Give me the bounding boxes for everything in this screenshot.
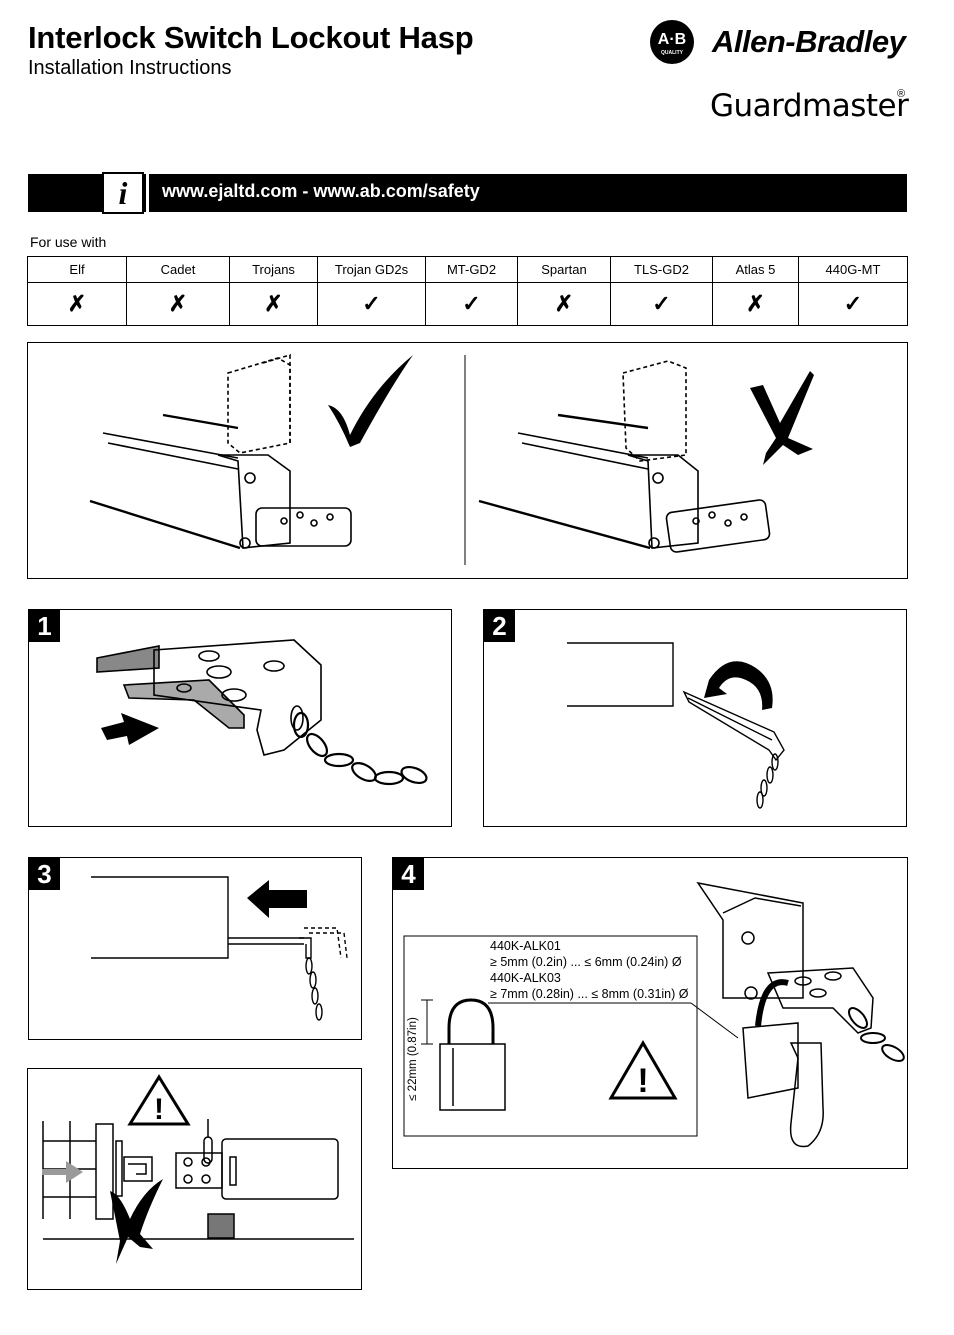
product-line-logo: Guardmaster <box>710 88 909 124</box>
page-subtitle: Installation Instructions <box>28 57 232 79</box>
badge-subtext: QUALITY <box>661 50 683 56</box>
mark-mt-gd2-check-icon: ✓ <box>425 282 518 326</box>
step-1-illustration <box>96 639 428 786</box>
cross-icon <box>110 1179 163 1264</box>
shackle-height-dimension: ≤ 22mm (0.87in) <box>406 1017 419 1101</box>
svg-text:!: ! <box>154 1093 164 1126</box>
website-links: www.ejaltd.com - www.ab.com/safety <box>162 181 480 201</box>
brand-name: Allen-Bradley <box>712 24 906 59</box>
step-4-panel: 4 ! 440K-ALK01 ≥ 5mm (0.2in) ... ≤ 6mm (… <box>392 857 908 1169</box>
push-arrow-icon <box>247 880 307 918</box>
mark-440g-mt-check-icon: ✓ <box>798 282 908 326</box>
padlock-model-1: 440K-ALK01 <box>490 939 561 953</box>
padlock-spec-2: ≥ 7mm (0.28in) ... ≤ 8mm (0.31in) Ø <box>490 987 689 1001</box>
col-tls-gd2: TLS-GD2 <box>610 256 713 283</box>
info-icon <box>102 172 144 214</box>
step-2-number: 2 <box>484 610 515 642</box>
col-440g-mt: 440G-MT <box>798 256 908 283</box>
allen-bradley-badge-logo: A·B QUALITY <box>650 20 694 64</box>
warning-illustration: ! <box>42 1074 354 1264</box>
mark-elf-cross-icon: ✗ <box>27 282 127 326</box>
step-2-panel: 2 <box>483 609 907 827</box>
incorrect-mount-drawing <box>478 360 771 553</box>
compatibility-header-row: Elf Cadet Trojans Trojan GD2s MT-GD2 Spa… <box>27 256 908 283</box>
info-bar-divider <box>146 174 149 212</box>
rotate-arrow-icon <box>704 661 773 710</box>
correct-mount-drawing <box>89 353 352 550</box>
mounting-comparison-panel <box>27 342 908 579</box>
mark-trojan-gd2s-check-icon: ✓ <box>317 282 426 326</box>
step-1-panel: 1 <box>28 609 452 827</box>
mark-spartan-cross-icon: ✗ <box>517 282 611 326</box>
mounting-comparison-illustration <box>89 353 814 565</box>
mark-tls-gd2-check-icon: ✓ <box>610 282 713 326</box>
col-elf: Elf <box>27 256 127 283</box>
step-2-illustration <box>567 642 785 809</box>
mark-atlas-5-cross-icon: ✗ <box>712 282 799 326</box>
slide-arrow-icon <box>42 1161 83 1183</box>
cross-icon <box>750 371 814 465</box>
check-icon <box>328 355 413 447</box>
svg-text:!: ! <box>637 1062 648 1100</box>
push-arrow-icon <box>101 713 159 745</box>
col-trojans: Trojans <box>229 256 318 283</box>
warning-icon <box>608 1040 678 1100</box>
col-spartan: Spartan <box>517 256 611 283</box>
step-4-illustration: ! <box>403 881 905 1148</box>
padlock-spec-1: ≥ 5mm (0.2in) ... ≤ 6mm (0.24in) Ø <box>490 955 682 969</box>
step-3-number: 3 <box>29 858 60 890</box>
step-4-number: 4 <box>393 858 424 890</box>
compatibility-marks-row: ✗ ✗ ✗ ✓ ✓ ✗ ✓ ✗ ✓ <box>27 282 908 326</box>
col-trojan-gd2s: Trojan GD2s <box>317 256 426 283</box>
col-atlas-5: Atlas 5 <box>712 256 799 283</box>
mark-cadet-cross-icon: ✗ <box>126 282 230 326</box>
step-3-panel: 3 <box>28 857 362 1040</box>
warning-icon <box>127 1074 191 1126</box>
col-mt-gd2: MT-GD2 <box>425 256 518 283</box>
warning-panel: ! <box>27 1068 362 1290</box>
step-1-number: 1 <box>29 610 60 642</box>
compatibility-table: Elf Cadet Trojans Trojan GD2s MT-GD2 Spa… <box>27 256 908 326</box>
mark-trojans-cross-icon: ✗ <box>229 282 318 326</box>
info-bar <box>28 174 907 212</box>
info-icon-letter: i <box>118 175 128 211</box>
page-title: Interlock Switch Lockout Hasp <box>28 20 474 55</box>
padlock-model-2: 440K-ALK03 <box>490 971 561 985</box>
step-3-illustration <box>91 876 348 1021</box>
registered-mark: ® <box>897 88 906 100</box>
for-use-label: For use with <box>30 234 107 250</box>
col-cadet: Cadet <box>126 256 230 283</box>
badge-text: A·B <box>657 31 687 48</box>
